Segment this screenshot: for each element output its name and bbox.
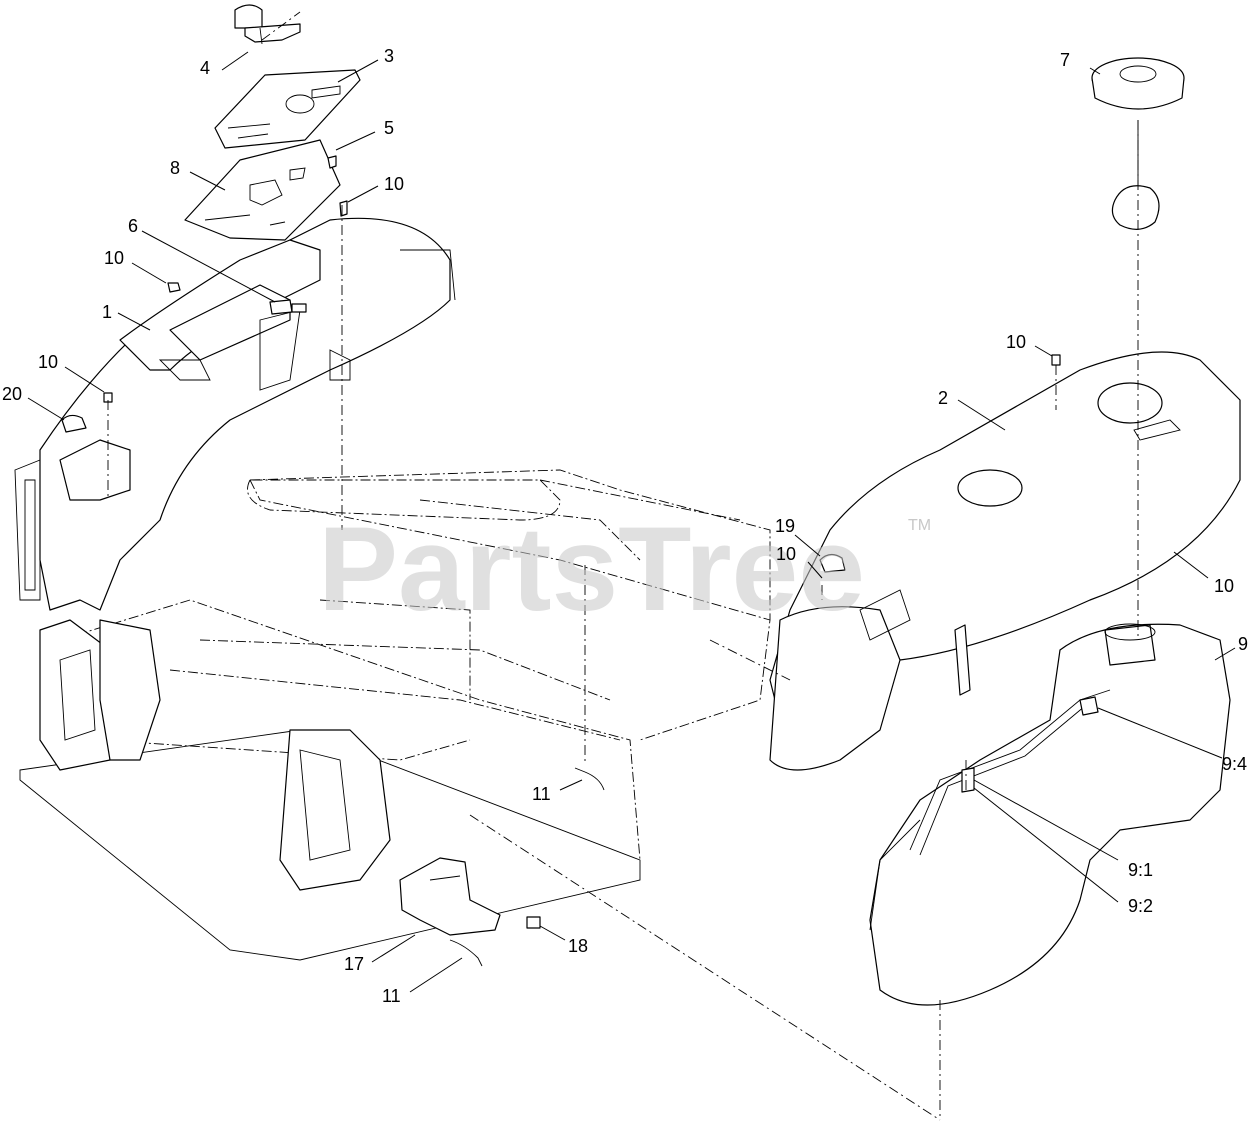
- callout-10-right-top[interactable]: 10: [1006, 332, 1026, 352]
- watermark: PartsTree: [318, 502, 865, 636]
- callout-11-upper[interactable]: 11: [532, 784, 551, 804]
- callout-4[interactable]: 4: [200, 58, 210, 78]
- control-panel: [184, 139, 341, 241]
- tank-bracket[interactable]: [399, 857, 501, 936]
- callout-9[interactable]: 9: [1238, 634, 1248, 654]
- fuel-tank[interactable]: [869, 623, 1231, 1006]
- callout-8[interactable]: 8: [170, 158, 180, 178]
- callout-9-4[interactable]: 9:4: [1222, 754, 1247, 774]
- callout-1[interactable]: 1: [102, 302, 112, 322]
- fuel-hose-lower: [449, 939, 483, 967]
- plug-20: [61, 414, 87, 433]
- fuel-hose-upper: [574, 767, 605, 791]
- fasteners: [103, 155, 1175, 929]
- plug-19: [819, 553, 846, 573]
- callout-11-lower[interactable]: 11: [382, 986, 401, 1006]
- gas-cap[interactable]: [1091, 57, 1185, 230]
- callout-9-2[interactable]: 9:2: [1128, 896, 1153, 916]
- callout-10-top[interactable]: 10: [384, 174, 404, 194]
- callout-2[interactable]: 2: [938, 388, 948, 408]
- watermark-tm: TM: [908, 517, 931, 534]
- callout-19[interactable]: 19: [775, 516, 795, 536]
- callout-20[interactable]: 20: [2, 384, 22, 404]
- callout-labels: 4 3 5 8 10 6 10 1 10 20 7 10 2 19 10 10 …: [2, 46, 1248, 1006]
- callout-10-right[interactable]: 10: [1214, 576, 1234, 596]
- callout-5[interactable]: 5: [384, 118, 394, 138]
- callout-18[interactable]: 18: [568, 936, 588, 956]
- callout-10-left-upper[interactable]: 10: [104, 248, 124, 268]
- callout-10-center[interactable]: 10: [776, 544, 796, 564]
- callout-17[interactable]: 17: [344, 954, 364, 974]
- assembly-center-lines: [107, 11, 1139, 1121]
- control-decal: [214, 69, 361, 149]
- leader-lines: [27, 51, 1236, 993]
- callout-3[interactable]: 3: [384, 46, 394, 66]
- left-console-pod[interactable]: [14, 217, 456, 611]
- chassis-frame: [19, 469, 771, 961]
- callout-9-1[interactable]: 9:1: [1128, 860, 1153, 880]
- callout-6[interactable]: 6: [128, 216, 138, 236]
- throttle-knob[interactable]: [234, 4, 301, 45]
- callout-10-left-lower[interactable]: 10: [38, 352, 58, 372]
- right-console-pod[interactable]: [769, 351, 1241, 771]
- callout-7[interactable]: 7: [1060, 50, 1070, 70]
